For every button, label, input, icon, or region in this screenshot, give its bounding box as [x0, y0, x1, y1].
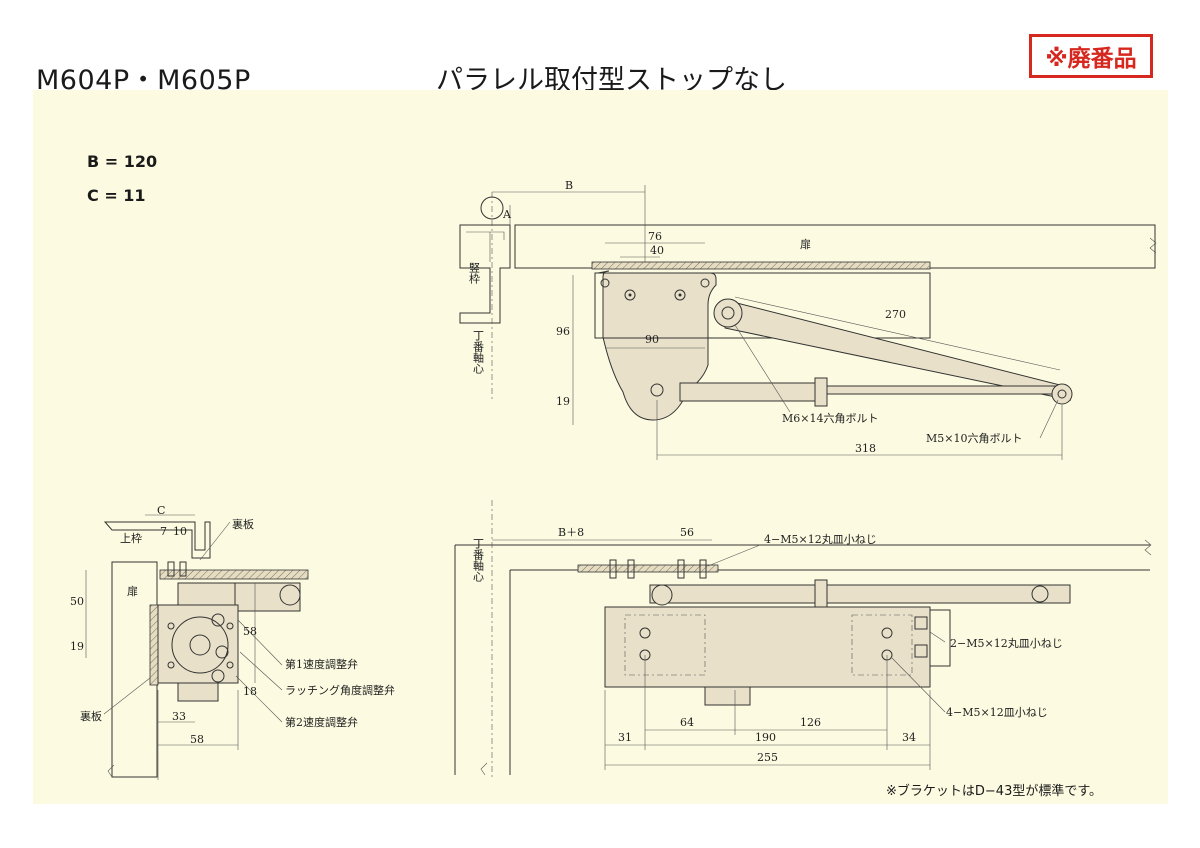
dim-18: 18 [243, 685, 257, 698]
dim-31: 31 [618, 731, 632, 744]
discontinued-badge: ※廃番品 [1029, 34, 1153, 78]
back-plate-top-label: 裏板 [232, 517, 254, 531]
dim-c: C [157, 504, 165, 517]
closer-body-front [604, 606, 931, 688]
screw-4a-label: 4−M5×12丸皿小ねじ [764, 533, 877, 546]
footnote: ※ブラケットはD−43型が標準です。 [886, 784, 1103, 799]
dim-270: 270 [885, 308, 906, 321]
top-frame-label: 上枠 [120, 531, 142, 545]
side-view: C 7 10 50 19 58 18 33 58 上枠 裏板 裏板 扉 第1速度… [70, 504, 395, 780]
dim-40: 40 [650, 244, 664, 257]
dim-318: 318 [855, 442, 876, 455]
frame-outline-front [454, 544, 1150, 775]
dim-b: B [565, 179, 573, 192]
arm-front [649, 584, 1071, 604]
dim-7: 7 [160, 525, 167, 538]
screw-4b-label: 4−M5×12皿小ねじ [946, 706, 1048, 719]
frame-label: 竪枠 [468, 262, 481, 285]
drawing-panel [33, 90, 1168, 804]
top-frame-section [103, 521, 211, 559]
mounting-plate [591, 261, 931, 270]
dim-96: 96 [556, 325, 570, 338]
valve1-label: 第1速度調整弁 [285, 657, 358, 671]
door-label-side: 扉 [127, 585, 138, 598]
dim-10: 10 [173, 525, 187, 538]
spec-b: B = 120 [87, 152, 158, 171]
dim-58v: 58 [243, 625, 257, 638]
forearm-rod [679, 382, 821, 402]
dim-58h: 58 [190, 733, 204, 746]
dim-19: 19 [556, 395, 570, 408]
dim-33: 33 [172, 710, 186, 723]
back-plate-bottom-label: 裏板 [80, 709, 102, 723]
screw-2-label: 2−M5×12丸皿小ねじ [950, 637, 1063, 650]
dim-90: 90 [645, 333, 659, 346]
valve2-label: 第2速度調整弁 [285, 715, 358, 729]
dim-b8: B＋8 [558, 526, 584, 539]
dim-56: 56 [680, 526, 694, 539]
spec-c: C = 11 [87, 186, 146, 205]
valve-latch-label: ラッチング角度調整弁 [285, 683, 395, 697]
dim-19-side: 19 [70, 640, 84, 653]
door-label: 扉 [800, 238, 811, 251]
dim-50: 50 [70, 595, 84, 608]
dim-34: 34 [902, 731, 916, 744]
hinge-axis-label: 丁番軸心 [472, 330, 485, 374]
dim-255: 255 [757, 751, 778, 764]
dim-a: A [502, 208, 512, 221]
bolt-m6-label: M6×14六角ボルト [782, 412, 878, 425]
top-view: B A 76 40 90 96 19 270 318 扉 竪枠 丁番軸心 M6×… [459, 179, 1157, 460]
door-outline [514, 224, 1156, 269]
jamb-frame [459, 224, 511, 324]
mounting-plate-front [577, 564, 719, 573]
dim-126: 126 [800, 716, 821, 729]
dim-190: 190 [755, 731, 776, 744]
hinge-axis-label-front: 丁番軸心 [472, 538, 485, 582]
dim-76: 76 [648, 230, 662, 243]
dim-64: 64 [680, 716, 694, 729]
back-plate [149, 604, 159, 686]
front-view: B＋8 56 64 126 31 190 34 255 丁番軸心 4−M5×12… [454, 500, 1152, 780]
bolt-m5-label: M5×10六角ボルト [926, 432, 1022, 445]
